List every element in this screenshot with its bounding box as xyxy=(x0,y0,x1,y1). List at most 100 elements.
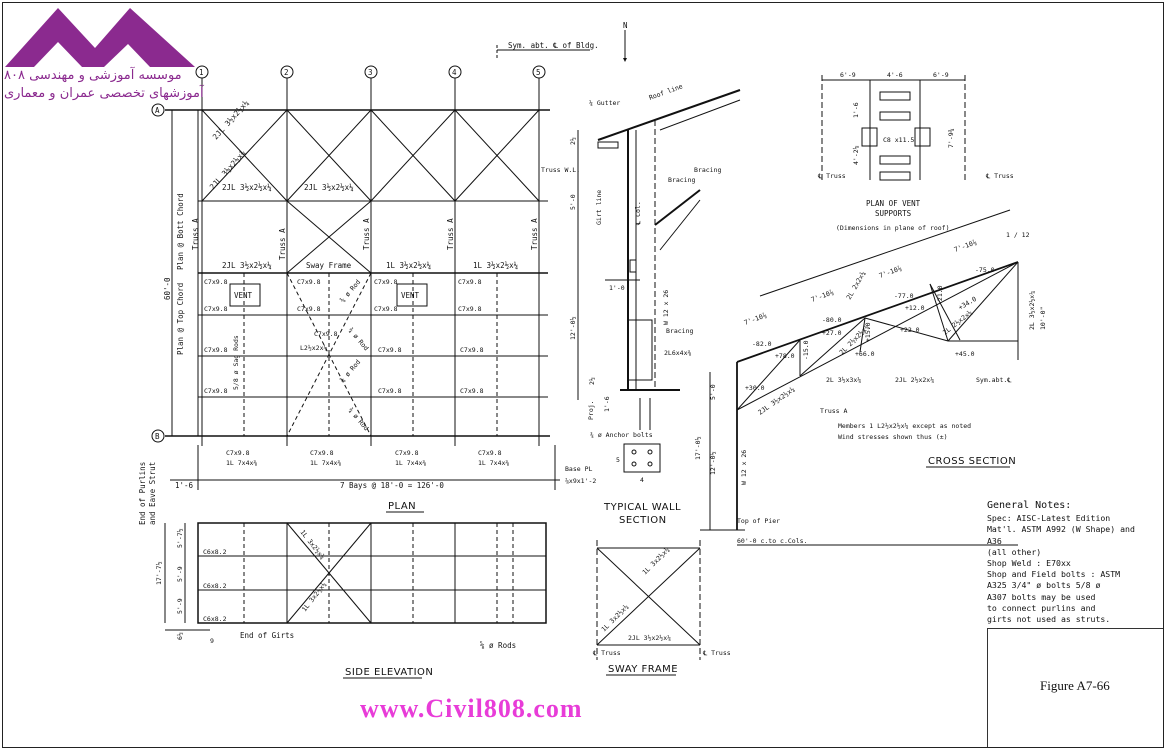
eave-purlin-3: C7x9.8 xyxy=(395,449,419,457)
cs-member-7: 2L 3½x2½x¼ xyxy=(1028,291,1036,330)
logo-text-line2: آموزشهای تخصصی عمران و معماری xyxy=(4,86,204,101)
vent-label-1: VENT xyxy=(234,291,253,300)
eave-purlin-2: C7x9.8 xyxy=(310,449,334,457)
truss-label-5: Truss A xyxy=(530,218,539,250)
purlin-1: C7x9.8 xyxy=(204,278,228,286)
side-dim-5: 6½ xyxy=(176,632,184,640)
notes-line: Shop and Field bolts : ASTM xyxy=(987,569,1121,580)
eave-angle-2: 1L 7x4x⅜ xyxy=(310,458,341,467)
side-dim-6: 9 xyxy=(210,637,214,645)
vent-title-2: SUPPORTS xyxy=(875,209,912,218)
notes-line: Spec: AISC-Latest Edition xyxy=(987,513,1111,524)
sway-frame-title: SWAY FRAME xyxy=(608,664,678,675)
cross-section-labels: 7'-10⅞ 7'-10⅞ 7'-10⅞ 7'-10⅞ 1 / 12 -82.0… xyxy=(694,231,1047,545)
purlin-8: C7x9.8 xyxy=(374,305,398,313)
eave-struts-label: and Eave Strut xyxy=(148,462,157,525)
side-elevation-labels: C6x8.2 C6x8.2 C6x8.2 1L 3x2½x¼ 1L 3x2½x¼… xyxy=(155,528,516,678)
vent-support-labels: 6'-9 4'-6 6'-9 1'-6 4'-2⅛ 7'-9¾ C8 x11.5… xyxy=(817,71,1014,232)
cs-force-9: +27.0 xyxy=(822,329,842,337)
general-notes: General Notes: Spec: AISC-Latest Edition… xyxy=(987,500,1147,625)
grid-row-b-bubble xyxy=(151,429,165,443)
cs-member-3: 2JL 2½x2x¼ xyxy=(895,376,934,384)
notes-line: (all other) xyxy=(987,546,1042,557)
side-brace-2: 1L 3x2½x¼ xyxy=(300,580,328,613)
brace-label-3: 2JL 3½x2½x¼ xyxy=(222,183,272,192)
cs-force-6: +66.0 xyxy=(855,350,875,358)
end-purlins-label: End of Purlins xyxy=(138,462,147,525)
sym-bldg-label: Sym. abt. ℄ of Bldg. xyxy=(508,41,599,50)
cs-force-8: +30.0 xyxy=(745,384,765,392)
grid-label-a: A xyxy=(155,106,160,115)
sway-frame-view xyxy=(596,540,701,660)
cs-panel-3: 7'-10⅞ xyxy=(878,264,903,280)
logo-mark xyxy=(5,8,195,67)
purlin-14: C7x9.8 xyxy=(460,387,484,395)
purlin-6: C7x9.8 xyxy=(297,305,321,313)
cs-rise: 10'-0" xyxy=(1039,307,1047,330)
base-size-label: ⅞x9x1'-2 xyxy=(565,477,596,485)
girt-3: C6x8.2 xyxy=(203,615,227,623)
vent-support-view xyxy=(821,75,966,181)
column-size-label: W 12 x 26 xyxy=(662,290,670,325)
cs-panel-1: 7'-10⅞ xyxy=(743,311,768,327)
purlin-3: C7x9.8 xyxy=(204,346,228,354)
website-watermark[interactable]: www.Civil808.com xyxy=(360,694,583,723)
figure-box xyxy=(987,628,1163,747)
notes-line: girts not used as struts. xyxy=(987,614,1111,625)
wall-section-title-1: TYPICAL WALL xyxy=(603,502,681,513)
purlin-2: C7x9.8 xyxy=(204,305,228,313)
side-dim-2: 5'-9 xyxy=(176,566,184,582)
vent-dim-1: 6'-9 xyxy=(840,71,856,79)
col-label: ℄ Col. xyxy=(634,201,642,226)
purlin-9: C7x9.8 xyxy=(378,346,402,354)
ws-dim-7: 4 xyxy=(640,476,644,484)
vent-dim-4: 1'-6 xyxy=(852,102,860,118)
truss-label-4: Truss A xyxy=(446,218,455,250)
brace-label-6: 1L 3½x2½x¼ xyxy=(386,261,432,270)
cs-wind-note: Wind stresses shown thus (±) xyxy=(838,433,948,441)
roof-line-label: Roof line xyxy=(648,82,684,102)
wall-section-labels: ¼ Gutter Roof line Truss W.L. Bracing Br… xyxy=(541,82,721,526)
truss-wl-label: Truss W.L. xyxy=(541,166,580,174)
girt-line-label: Girt line xyxy=(595,190,603,225)
brace-label-2: 2JL 3½x2½x¼ xyxy=(211,98,251,141)
purlin-15: C7x9.8 xyxy=(314,330,338,338)
plan-bott-chord-label: Plan @ Bott Chord xyxy=(176,193,185,270)
vent-truss-1: ℄ Truss xyxy=(817,172,846,180)
wall-section-title-2: SECTION xyxy=(619,515,667,526)
vent-truss-2: ℄ Truss xyxy=(985,172,1014,180)
girt-2: C6x8.2 xyxy=(203,582,227,590)
vent-dim-5: 4'-2⅛ xyxy=(851,145,860,165)
gutter-label: ¼ Gutter xyxy=(589,99,620,107)
cs-panel-4: 7'-10⅞ xyxy=(953,238,978,254)
cs-member-2: 2L 3½x3x¼ xyxy=(826,376,861,384)
sag-rods-label: 5/8 ø Sag Rods xyxy=(232,335,240,390)
side-dim-1: 5'-7½ xyxy=(176,528,184,548)
bays-dim: 7 Bays @ 18'-0 = 126'-0 xyxy=(340,481,444,490)
eave-angle-4: 1L 7x4x⅜ xyxy=(478,458,509,467)
vent-dim-3: 6'-9 xyxy=(933,71,949,79)
ws-dim-4: 2½ xyxy=(588,377,596,385)
vent-sub: (Dimensions in plane of roof) xyxy=(836,224,950,232)
notes-line: A325 3/4" ø bolts 5/8 ø xyxy=(987,580,1101,591)
plan-top-chord-label: Plan @ Top Chord xyxy=(176,283,185,355)
cs-force-10: +12.0 xyxy=(905,304,925,312)
angle-label: 2L6x4x⅜ xyxy=(664,348,691,357)
ws-dim-6: 5 xyxy=(616,456,620,464)
figure-label: Figure A7-66 xyxy=(1040,678,1110,693)
grid-label-5: 5 xyxy=(536,68,541,77)
notes-line: A307 bolts may be used xyxy=(987,591,1096,602)
anchor-label: ¾ ø Anchor bolts xyxy=(590,431,653,439)
truss-label-3: Truss A xyxy=(362,218,371,250)
cs-force-13: +15.0 xyxy=(864,322,872,342)
base-pl-label: Base PL xyxy=(565,465,592,473)
rod-label-4: ¾ ø Rod xyxy=(346,406,370,432)
cs-column: W 12 x 26 xyxy=(740,450,748,485)
ws-dim-8: 2½ xyxy=(569,137,577,145)
sway-frame-label: Sway Frame xyxy=(306,261,352,270)
notes-line: Mat'l. ASTM A992 (W Shape) and A36 xyxy=(987,524,1135,546)
cs-dim-3: 12'-0½ xyxy=(709,451,717,475)
cs-dim-1: 5'-0 xyxy=(709,384,717,400)
